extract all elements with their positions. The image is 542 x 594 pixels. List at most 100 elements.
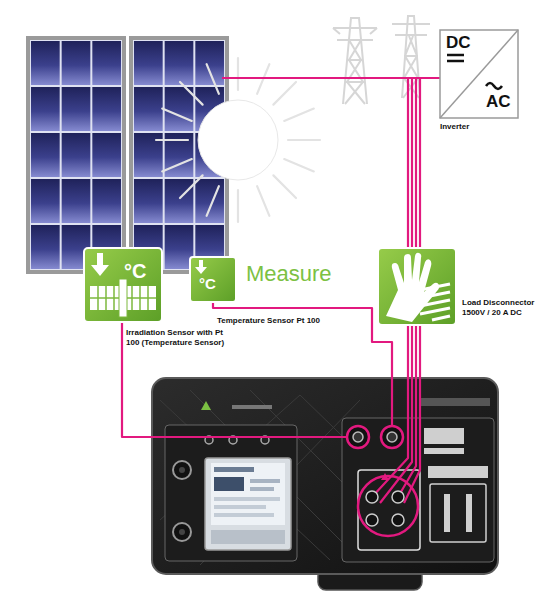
arrow-shaft <box>199 260 203 268</box>
temperature-sensor-icon <box>190 257 236 302</box>
ray <box>257 186 269 216</box>
ray <box>207 186 219 216</box>
node-caption: Load Disconnector 1500V / 20 A DC <box>462 298 538 317</box>
ray <box>284 159 314 171</box>
solar-panel <box>26 36 229 274</box>
ray <box>237 190 239 222</box>
ray <box>207 64 219 94</box>
grid-line <box>131 286 133 310</box>
sun-disc <box>198 100 278 180</box>
load-disconnector-icon <box>378 248 456 325</box>
inverter-box <box>440 30 518 118</box>
arrow-head <box>91 265 109 276</box>
arrow-head <box>195 267 207 274</box>
pylon-arms <box>392 24 430 35</box>
display-screen <box>211 463 285 525</box>
grid-line <box>139 286 141 310</box>
node-caption: Irradiation Sensor with Pt 100 (Temperat… <box>126 328 226 347</box>
dc-label: DC <box>446 33 471 53</box>
panel-label <box>424 448 464 454</box>
ray <box>162 109 192 121</box>
control-panel <box>165 425 297 561</box>
panel-frame <box>26 36 126 274</box>
measure-label: Measure <box>246 262 332 286</box>
arrow-shaft <box>97 253 103 266</box>
unit-symbol: °C <box>124 259 146 283</box>
pylon-arms <box>333 28 377 40</box>
ray <box>180 82 203 105</box>
switch <box>466 494 472 532</box>
display-row <box>250 479 280 483</box>
socket <box>173 523 191 541</box>
display-frame <box>205 458 291 550</box>
terminal <box>392 491 404 503</box>
terminal <box>366 491 378 503</box>
display-row <box>250 487 274 491</box>
icon-tile <box>84 248 162 322</box>
stripe <box>432 316 450 320</box>
node-caption: Inverter <box>440 122 469 132</box>
connection-panel <box>342 418 494 562</box>
socket-pin <box>179 529 185 535</box>
grid-line <box>147 286 149 310</box>
panel-cells <box>30 40 122 270</box>
terminal <box>366 514 378 526</box>
ray <box>156 139 188 141</box>
panel-label <box>428 466 488 478</box>
node-caption: Temperature Sensor Pt 100 <box>217 316 320 326</box>
display-row <box>214 505 266 509</box>
load-disconnector-node: Load Disconnector 1500V / 20 A DC <box>378 248 456 325</box>
sensor-socket <box>381 426 403 448</box>
display-keys <box>211 530 285 544</box>
terminal-block <box>358 470 420 550</box>
dc-symbol <box>447 54 464 57</box>
grid-line <box>105 286 107 310</box>
socket <box>173 461 191 479</box>
sensor-probe <box>119 279 127 317</box>
instrument-sockets <box>347 426 418 536</box>
hand <box>386 253 439 322</box>
inverter-node: DCACInverter <box>440 30 518 118</box>
sensor-socket <box>347 426 369 448</box>
panel-label <box>424 428 464 444</box>
inverter-symbol <box>440 30 518 118</box>
terminal-anchor <box>379 502 380 503</box>
case-body <box>152 378 498 574</box>
irradiation-sensor-icon <box>84 248 162 322</box>
ray <box>284 109 314 121</box>
terminal <box>392 514 404 526</box>
display-row <box>214 467 254 472</box>
ray <box>180 175 203 198</box>
stripe <box>420 308 450 314</box>
irradiation-sensor-node: °CIrradiation Sensor with Pt 100 (Temper… <box>84 248 162 322</box>
ray <box>237 58 239 90</box>
sun-rays <box>156 58 320 222</box>
dc-symbol <box>447 60 464 63</box>
switch-block <box>430 484 486 542</box>
sensor-cable <box>213 302 392 426</box>
ac-label: AC <box>486 92 511 112</box>
display-row <box>214 497 280 501</box>
display-row <box>214 513 274 517</box>
model-plate <box>420 398 490 406</box>
unit-symbol: °C <box>199 275 216 293</box>
sun <box>156 58 320 222</box>
display-block <box>214 477 244 491</box>
ac-symbol <box>486 83 502 89</box>
ray <box>273 82 296 105</box>
terminal-highlight <box>358 476 418 536</box>
inverter-diagonal <box>440 30 518 118</box>
ray <box>162 159 192 171</box>
grid-line <box>113 286 115 310</box>
temperature-sensor-node: °CTemperature Sensor Pt 100 <box>190 257 236 302</box>
socket-pin <box>179 467 185 473</box>
icon-tile <box>190 257 236 302</box>
ray <box>273 175 296 198</box>
pylon <box>343 18 367 104</box>
brand-logo <box>201 401 211 410</box>
warning-mark <box>381 473 389 480</box>
grid-line <box>97 286 99 310</box>
